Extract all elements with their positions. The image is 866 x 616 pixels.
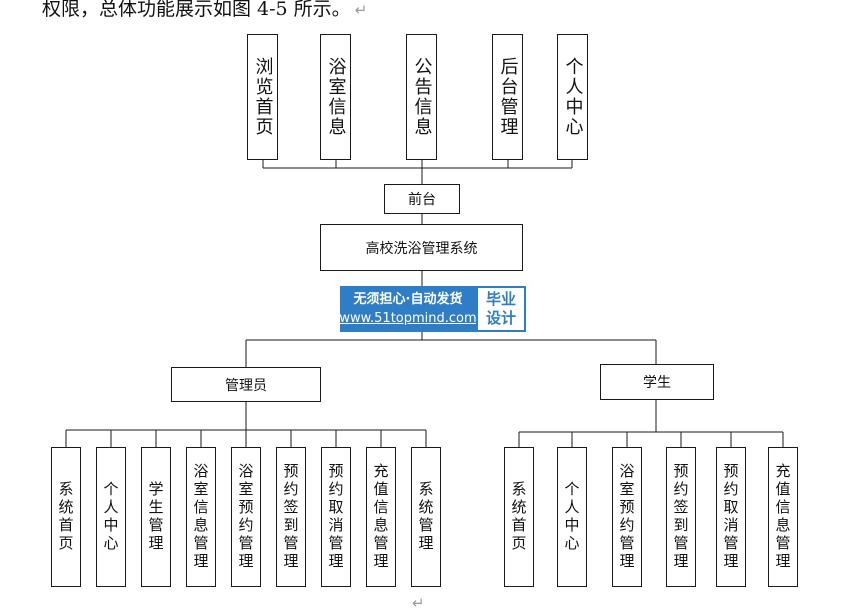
student-node: 学生 — [600, 364, 714, 400]
admin-module-cancellation-management: 预约取消管理 — [321, 447, 351, 587]
admin-module-system-home: 系统首页 — [51, 447, 81, 587]
admin-module-bathroom-info-management: 浴室信息管理 — [186, 447, 216, 587]
admin-module-recharge-management: 充值信息管理 — [366, 447, 396, 587]
return-mark-bottom-icon: ↵ — [412, 594, 425, 612]
student-module-personal-center: 个人中心 — [557, 447, 587, 587]
module-backend-admin: 后台管理 — [492, 34, 523, 160]
admin-module-student-management: 学生管理 — [141, 447, 171, 587]
watermark-badge-line2: 设计 — [485, 309, 516, 327]
module-announcement-info: 公告信息 — [406, 34, 437, 160]
watermark-logo: 无须担心·自动发货 www.51topmind.com 毕业 设计 — [339, 286, 526, 332]
watermark-badge-line1: 毕业 — [485, 290, 516, 308]
caption-label: 权限，总体功能展示如图 4-5 所示。 — [42, 0, 351, 20]
student-module-checkin-management: 预约签到管理 — [666, 447, 696, 587]
watermark-url: www.51topmind.com — [339, 311, 477, 326]
admin-module-checkin-management: 预约签到管理 — [276, 447, 306, 587]
module-bathroom-info: 浴室信息 — [320, 34, 351, 160]
front-node: 前台 — [384, 184, 460, 214]
student-module-recharge-management: 充值信息管理 — [768, 447, 798, 587]
admin-module-personal-center: 个人中心 — [96, 447, 126, 587]
watermark-slogan: 无须担心·自动发货 — [353, 292, 463, 307]
return-mark-icon: ↵ — [354, 1, 368, 19]
admin-module-system-management: 系统管理 — [411, 447, 441, 587]
module-personal-center: 个人中心 — [557, 34, 588, 160]
student-module-cancellation-management: 预约取消管理 — [716, 447, 746, 587]
system-node: 高校洗浴管理系统 — [320, 224, 523, 271]
admin-node: 管理员 — [171, 367, 321, 402]
admin-module-bathroom-reservation-management: 浴室预约管理 — [231, 447, 261, 587]
module-browse-home: 浏览首页 — [247, 34, 278, 160]
watermark-badge: 毕业 设计 — [476, 286, 526, 332]
caption-text: 权限，总体功能展示如图 4-5 所示。↵ — [42, 0, 367, 23]
student-module-bathroom-reservation-management: 浴室预约管理 — [612, 447, 642, 587]
watermark-text-block: 无须担心·自动发货 www.51topmind.com — [339, 286, 477, 332]
student-module-system-home: 系统首页 — [504, 447, 534, 587]
